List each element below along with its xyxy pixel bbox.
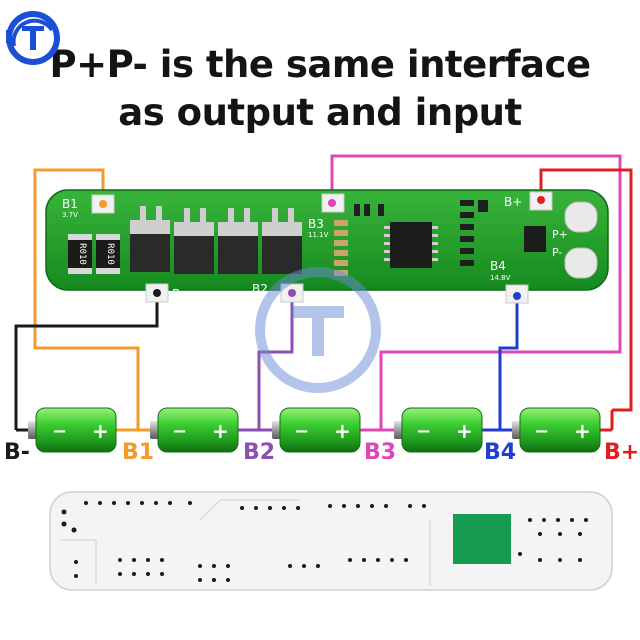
terminal-label-b3: B3: [364, 440, 396, 465]
pcb-label-bplus: B+: [504, 195, 522, 209]
headline-line-1: P+P- is the same interface: [49, 43, 591, 86]
watermark-logo-icon: [255, 267, 381, 393]
battery-cell-3: − +: [272, 407, 361, 453]
pcb-label-pminus: P-: [552, 246, 562, 259]
terminal-label-bplus: B+: [604, 440, 639, 465]
svg-text:+: +: [334, 419, 351, 443]
pplus-pad: [564, 201, 598, 233]
pcb-label-b4: B4: [490, 259, 506, 273]
battery-cell-1: − +: [28, 407, 117, 453]
bms-pcb-bottom: [49, 491, 613, 591]
svg-text:+: +: [574, 419, 591, 443]
battery-cell-5: − +: [512, 407, 601, 453]
headline-line-2: as output and input: [118, 91, 522, 134]
svg-text:+: +: [212, 419, 229, 443]
svg-text:+: +: [92, 419, 109, 443]
svg-text:−: −: [534, 421, 549, 442]
bminus-wire: [14, 294, 159, 410]
pcb-label-b3-voltage: 11.1V: [308, 231, 329, 239]
terminal-label-b1: B1: [122, 440, 154, 465]
resistor-right: R010: [96, 234, 120, 274]
pcb-label-b1: B1: [62, 197, 78, 211]
mosfet-row: [130, 206, 302, 274]
terminal-label-bminus: B-: [4, 440, 30, 465]
output-transistor: [524, 226, 546, 252]
pminus-pad: [564, 247, 598, 279]
battery-cell-4: − +: [394, 407, 483, 453]
pcb-label-b3: B3: [308, 217, 324, 231]
terminal-label-b4: B4: [484, 440, 516, 465]
protection-ic: [384, 222, 438, 268]
battery-cell-2: − +: [150, 407, 239, 453]
svg-text:−: −: [294, 421, 309, 442]
bottom-thermal-pad: [453, 514, 511, 564]
b3-wire: [330, 154, 622, 410]
b4-wire: [498, 296, 519, 410]
pcb-label-b2: B2: [252, 282, 268, 296]
svg-text:−: −: [52, 421, 67, 442]
pcb-label-b1-voltage: 3.7V: [62, 211, 78, 219]
svg-text:−: −: [172, 421, 187, 442]
pcb-model-label: HXYP-5S-BM15 REV 1.0: [355, 290, 471, 301]
pcb-label-b4-voltage: 14.8V: [490, 274, 511, 282]
svg-text:R010: R010: [105, 243, 115, 265]
svg-text:R010: R010: [77, 243, 87, 265]
svg-text:−: −: [416, 421, 431, 442]
terminal-label-b2: B2: [243, 440, 275, 465]
svg-text:+: +: [456, 419, 473, 443]
bplus-wire: [539, 168, 633, 412]
pcb-label-bminus: B-: [172, 287, 185, 301]
resistor-left: R010: [68, 234, 92, 274]
bms-pcb-top: R010 R010: [45, 189, 609, 304]
pcb-label-pplus: P+: [552, 228, 568, 241]
b1-wire: [33, 168, 140, 410]
pcb-label-b2-voltage: 7.4V: [252, 296, 268, 304]
b2-wire: [257, 294, 294, 410]
circle-t-logo-icon: [6, 11, 60, 65]
